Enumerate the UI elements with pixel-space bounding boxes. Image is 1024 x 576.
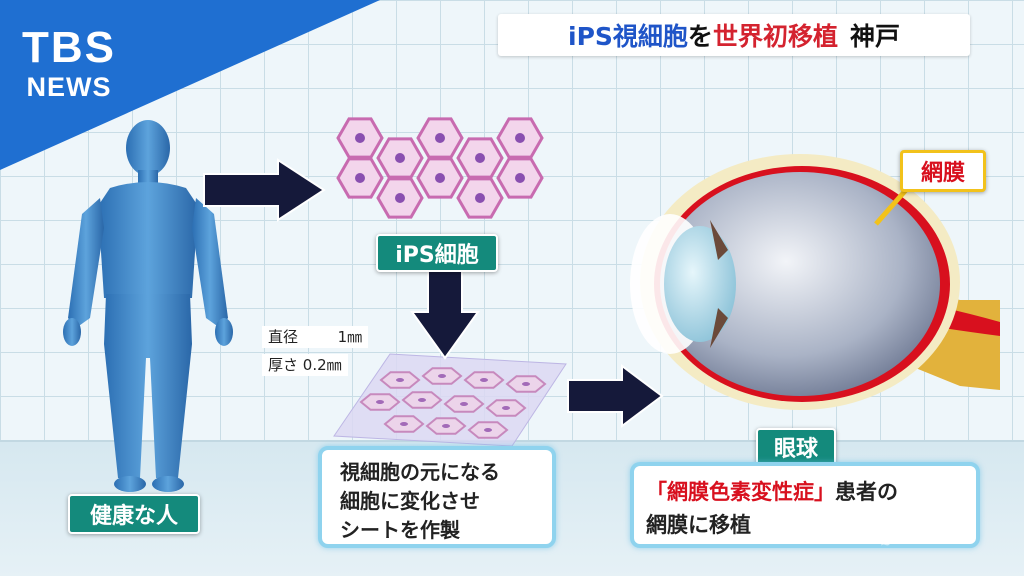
sheet-cell-nucleus: [438, 374, 446, 378]
sheet-description-box: 視細胞の元になる 細胞に変化させ シートを作製: [318, 446, 556, 548]
diameter-annotation: 直径 1㎜: [262, 326, 369, 348]
headline-particle: を: [687, 22, 713, 51]
cell-nucleus: [355, 133, 365, 143]
transplant-description-box: 「網膜色素変性症」患者の 網膜に移植: [630, 462, 980, 548]
sheet-text-line-2: 細胞に変化させ: [340, 489, 480, 513]
arrow-sheet-to-eye: [567, 364, 664, 428]
sheet-cell-nucleus: [522, 382, 530, 386]
headline-banner: iPS視細胞 を 世界初移植 神戸: [498, 14, 970, 56]
sheet-cell-nucleus: [502, 406, 510, 410]
eyeball-label: 眼球: [756, 428, 836, 466]
watermark: ≈: [880, 536, 891, 551]
ips-cells-cluster: [336, 117, 544, 219]
sheet-cell-nucleus: [396, 378, 404, 382]
diameter-label: 直径: [268, 328, 299, 346]
thickness-annotation: 厚さ 0.2㎜: [262, 354, 348, 376]
healthy-person-figure: [63, 120, 233, 492]
sheet-text-line-1: 視細胞の元になる: [340, 460, 500, 484]
disease-name: 「網膜色素変性症」: [646, 480, 835, 504]
cell-nucleus: [435, 133, 445, 143]
arrow-cells-to-sheet: [410, 263, 480, 360]
logo-tbs-text: TBS: [22, 23, 116, 72]
headline-location: 神戸: [849, 22, 900, 51]
cell-nucleus: [515, 173, 525, 183]
transplant-text-line-2: 網膜に移植: [646, 513, 751, 537]
retina-label: 網膜: [900, 150, 986, 192]
cell-nucleus: [515, 133, 525, 143]
headline-ips: iPS視細胞: [568, 22, 688, 51]
sheet-cell-nucleus: [376, 400, 384, 404]
sheet-cell-nucleus: [418, 398, 426, 402]
cell-nucleus: [355, 173, 365, 183]
sheet-cell-nucleus: [442, 424, 450, 428]
diameter-value: 1㎜: [337, 328, 363, 346]
thickness-label: 厚さ: [268, 356, 299, 374]
eyeball-illustration: [630, 154, 1000, 410]
sheet-cell-nucleus: [400, 422, 408, 426]
sheet-text-line-3: シートを作製: [340, 518, 460, 542]
cell-nucleus: [435, 173, 445, 183]
sheet-cell-nucleus: [460, 402, 468, 406]
transplant-text-rest: 患者の: [835, 480, 898, 504]
cell-nucleus: [475, 193, 485, 203]
broadcaster-logo-background: [0, 0, 380, 170]
healthy-person-label: 健康な人: [68, 494, 200, 534]
cell-nucleus: [395, 153, 405, 163]
arrow-person-to-cells: [203, 158, 326, 222]
broadcaster-logo: TBS NEWS: [22, 26, 116, 101]
thickness-value: 0.2㎜: [302, 356, 342, 374]
sheet-cell-nucleus: [480, 378, 488, 382]
sheet-cell-nucleus: [484, 428, 492, 432]
ips-cell-label: iPS細胞: [376, 234, 498, 272]
headline-first-transplant: 世界初移植: [712, 22, 838, 51]
cell-sheet: [333, 353, 567, 447]
cell-nucleus: [395, 193, 405, 203]
cell-nucleus: [475, 153, 485, 163]
logo-news-text: NEWS: [26, 72, 112, 102]
